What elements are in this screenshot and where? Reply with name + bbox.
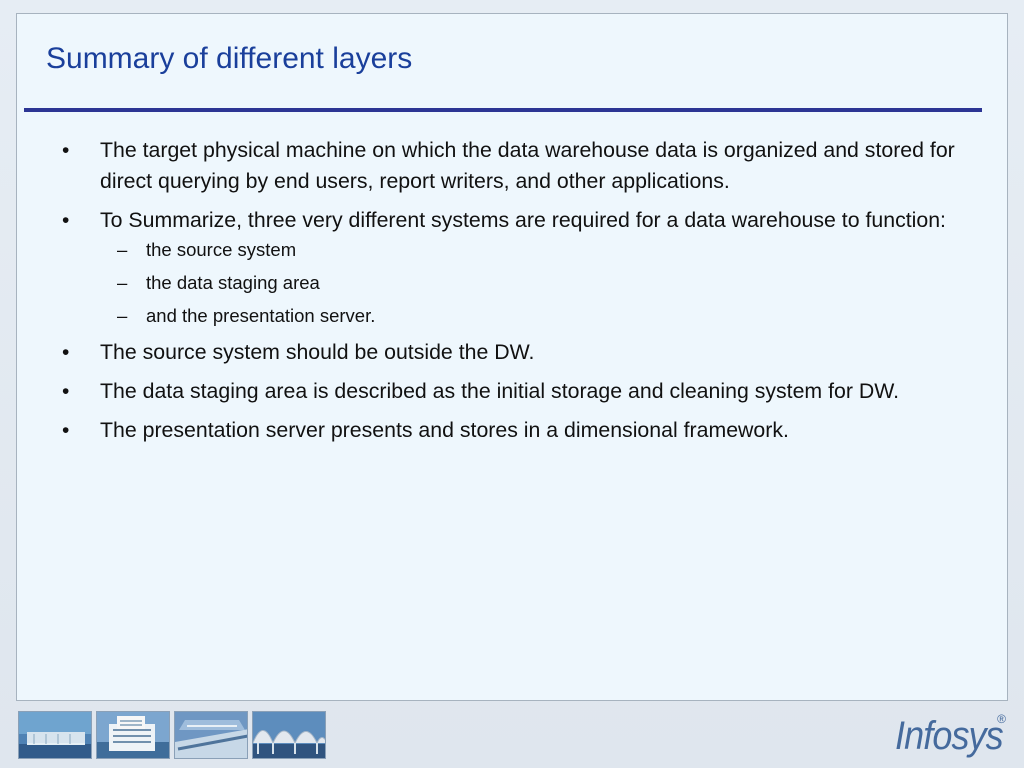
campus-building-image — [18, 711, 92, 759]
infosys-logo: Infosys ® — [893, 710, 1013, 762]
bullet-text: The source system should be outside the … — [100, 340, 535, 364]
slide-content: The target physical machine on which the… — [57, 135, 992, 454]
sub-bullet-item: and the presentation server. — [100, 303, 992, 329]
bullet-text: The target physical machine on which the… — [100, 138, 955, 193]
footer-image-strip — [18, 711, 326, 759]
bullet-text: The data staging area is described as th… — [100, 379, 900, 403]
interior-hall-image — [174, 711, 248, 759]
slide-title: Summary of different layers — [46, 42, 413, 75]
bullet-item: To Summarize, three very different syste… — [57, 205, 992, 329]
logo-text: Infosys — [895, 714, 1004, 758]
bullet-item: The target physical machine on which the… — [57, 135, 992, 197]
bullet-item: The data staging area is described as th… — [57, 376, 992, 407]
bullet-item: The source system should be outside the … — [57, 337, 992, 368]
bullet-list: The target physical machine on which the… — [57, 135, 992, 446]
sub-bullet-list: the source system the data staging area … — [100, 237, 992, 329]
arched-roof-building-image — [252, 711, 326, 759]
slide-panel: Summary of different layers The target p… — [16, 13, 1008, 701]
sub-bullet-item: the source system — [100, 237, 992, 263]
office-building-image — [96, 711, 170, 759]
bullet-text: To Summarize, three very different syste… — [100, 208, 946, 232]
bullet-text: The presentation server presents and sto… — [100, 418, 789, 442]
bullet-item: The presentation server presents and sto… — [57, 415, 992, 446]
registered-mark: ® — [997, 712, 1006, 726]
sub-bullet-item: the data staging area — [100, 270, 992, 296]
title-divider — [24, 108, 982, 112]
